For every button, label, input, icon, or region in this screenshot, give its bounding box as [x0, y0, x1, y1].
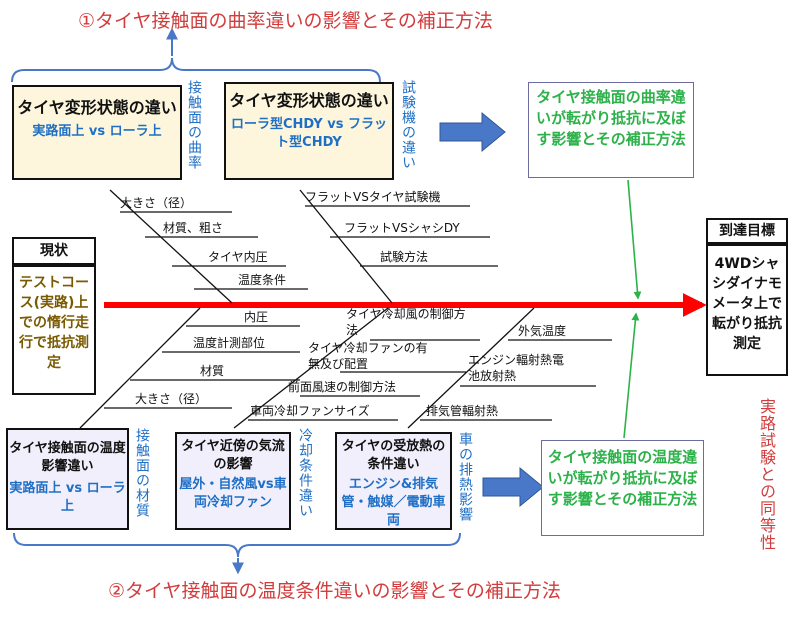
green-arrow-top — [627, 179, 642, 300]
current-status-body: テストコース(実路)上での惰行走行で抵抗測定 — [12, 265, 96, 395]
bottom-box-3-title: タイヤの受放熱の条件違い — [341, 439, 446, 472]
factor-label: 車両冷却ファンサイズ — [250, 404, 370, 418]
factor-label: フラットVSタイヤ試験機 — [305, 190, 441, 204]
factor-label: エンジン輻射熱電池放射熱 — [468, 353, 565, 383]
factor-label: 内圧 — [244, 310, 269, 324]
factor-label: 温度条件 — [238, 273, 287, 287]
top-box-1-title: タイヤ変形状態の違い — [17, 98, 177, 117]
result-box-top: タイヤ接触面の曲率違いが転がり抵抗に及ぼす影響とその補正方法 — [528, 82, 694, 178]
vlabel-top-1: 接触面の曲率 — [186, 80, 202, 170]
bottom-box-3: タイヤの受放熱の条件違い エンジン&排気管・触媒／電動車両 — [335, 432, 452, 530]
bone-bot-2 — [233, 307, 389, 429]
factor-label: フラットVSシャシDY — [344, 221, 460, 235]
bone-top-1 — [109, 189, 233, 304]
current-status-header: 現状 — [12, 237, 96, 265]
bone-bot-3 — [407, 307, 535, 429]
result-box-bottom: タイヤ接触面の温度違いが転がり抵抗に及ぼす影響とその補正方法 — [541, 440, 704, 536]
bottom-box-1-sub: 実路面上 vs ローラ上 — [9, 481, 126, 514]
top-box-2-sub: ローラ型CHDY vs フラット型CHDY — [231, 117, 387, 150]
bottom-box-1: タイヤ接触面の温度影響違い 実路面上 vs ローラ上 — [6, 428, 129, 530]
goal-body: 4WDシャシダイナモメータ上で転がり抵抗測定 — [706, 244, 788, 376]
top-brace — [11, 57, 381, 83]
vlabel-bot-2: 冷却条件違い — [297, 428, 313, 518]
factor-label: 材質 — [200, 364, 225, 378]
factor-label: 排気管輻射熱 — [426, 404, 499, 418]
vlabel-top-2: 試験機の違い — [400, 80, 416, 170]
vlabel-bot-3: 車の排熱影響 — [457, 432, 473, 522]
bone-bot-1 — [79, 307, 201, 429]
bottom-box-3-sub: エンジン&排気管・触媒／電動車両 — [341, 477, 446, 528]
bottom-box-1-title: タイヤ接触面の温度影響違い — [9, 441, 126, 474]
factor-label: タイヤ冷却風の制御方法 — [346, 307, 466, 337]
top-box-1-sub: 実路面上 vs ローラ上 — [32, 124, 162, 139]
top-box-2: タイヤ変形状態の違い ローラ型CHDY vs フラット型CHDY — [224, 82, 394, 180]
factor-label: 前面風速の制御方法 — [288, 380, 397, 394]
top-title: ①タイヤ接触面の曲率違いの影響とその補正方法 — [78, 10, 493, 32]
factor-label: 材質、粗さ — [163, 221, 224, 235]
bottom-box-2-title: タイヤ近傍の気流の影響 — [181, 439, 285, 472]
factor-label: 温度計測部位 — [193, 336, 266, 350]
vlabel-bot-1: 接触面の材質 — [134, 428, 150, 518]
factor-label: タイヤ内圧 — [208, 250, 268, 264]
bottom-box-2-sub: 屋外・自然風vs車両冷却ファン — [179, 477, 287, 510]
top-box-1: タイヤ変形状態の違い 実路面上 vs ローラ上 — [12, 85, 182, 180]
bottom-brace — [13, 532, 461, 558]
goal-header: 到達目標 — [706, 218, 788, 244]
bone-top-2 — [299, 189, 393, 304]
block-arrow-top — [439, 111, 506, 153]
factor-label: タイヤ冷却ファンの有無及び配置 — [308, 341, 428, 371]
factor-label: 大きさ（径） — [120, 196, 193, 210]
factor-label: 試験方法 — [380, 250, 429, 264]
vlabel-right: 実路試験との同等性 — [757, 398, 776, 551]
bottom-box-2: タイヤ近傍の気流の影響 屋外・自然風vs車両冷却ファン — [175, 432, 291, 530]
top-box-2-title: タイヤ変形状態の違い — [229, 91, 389, 110]
bottom-title: ②タイヤ接触面の温度条件違いの影響とその補正方法 — [108, 580, 561, 602]
factor-label: 外気温度 — [518, 324, 567, 338]
factor-label: 大きさ（径） — [135, 392, 208, 406]
block-arrow-bottom — [482, 466, 544, 508]
green-arrow-bottom — [623, 312, 640, 439]
